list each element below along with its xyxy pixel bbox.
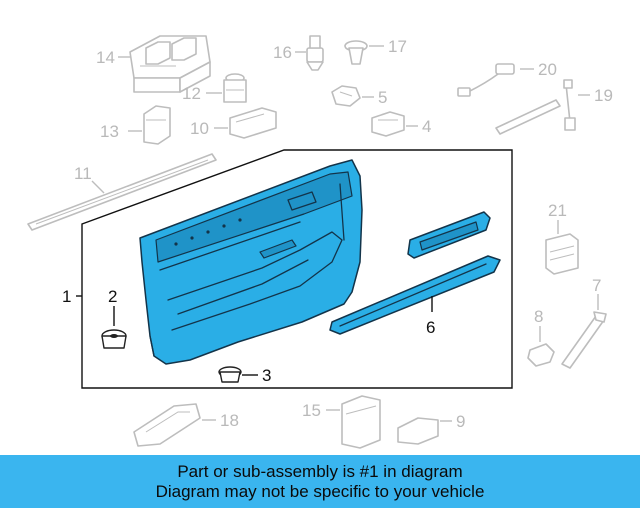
part-14-window-switch [129, 35, 211, 93]
part-16-clip [306, 35, 324, 71]
part-4-bracket [371, 111, 405, 137]
part-11-weatherstrip [27, 153, 217, 231]
callout-3: 3 [262, 366, 271, 385]
callout-21: 21 [548, 201, 567, 220]
door-trim-panel [139, 159, 363, 365]
callout-12: 12 [182, 84, 201, 103]
footer-banner: Part or sub-assembly is #1 in diagram Di… [0, 455, 640, 508]
callout-16: 16 [273, 43, 292, 62]
part-10-bezel [229, 107, 277, 139]
callout-9: 9 [456, 412, 465, 431]
callout-1: 1 [62, 287, 71, 306]
part-15-switch [341, 395, 381, 449]
part-6-inner-handle-bezel [407, 211, 491, 259]
part-20-harness [457, 63, 515, 97]
callout-10: 10 [190, 119, 209, 138]
assembly-box [81, 149, 513, 389]
callout-14: 14 [96, 48, 115, 67]
part-7-trim [561, 311, 607, 369]
footer-line-2: Diagram may not be specific to your vehi… [155, 481, 485, 501]
callout-7: 7 [592, 276, 601, 295]
parts-diagram: 14 16 17 20 19 12 5 [27, 35, 613, 449]
callout-11: 11 [74, 164, 92, 183]
callout-19: 19 [594, 86, 613, 105]
part-21-connector [545, 233, 579, 275]
part-5-clip [331, 85, 361, 107]
part-17-push-pin [344, 40, 368, 65]
callout-13: 13 [100, 122, 119, 141]
footer-line-1: Part or sub-assembly is #1 in diagram [177, 461, 463, 481]
part-12-switch [223, 73, 247, 103]
callout-18: 18 [220, 411, 239, 430]
callout-5: 5 [378, 88, 387, 107]
part-18-pull-handle [133, 403, 201, 447]
callout-8: 8 [534, 307, 543, 326]
callout-20: 20 [538, 60, 557, 79]
part-19-lead [495, 79, 576, 135]
callout-17: 17 [388, 37, 407, 56]
part-13-switch [143, 105, 171, 145]
callout-4: 4 [422, 117, 431, 136]
callout-15: 15 [302, 401, 321, 420]
callout-6: 6 [426, 318, 435, 337]
part-6-armrest-trim [329, 255, 501, 335]
callout-2: 2 [108, 287, 117, 306]
part-3-fastener [218, 366, 242, 383]
part-9-switch [397, 417, 439, 445]
part-8-clip [527, 343, 555, 367]
part-2-fastener [101, 329, 127, 349]
